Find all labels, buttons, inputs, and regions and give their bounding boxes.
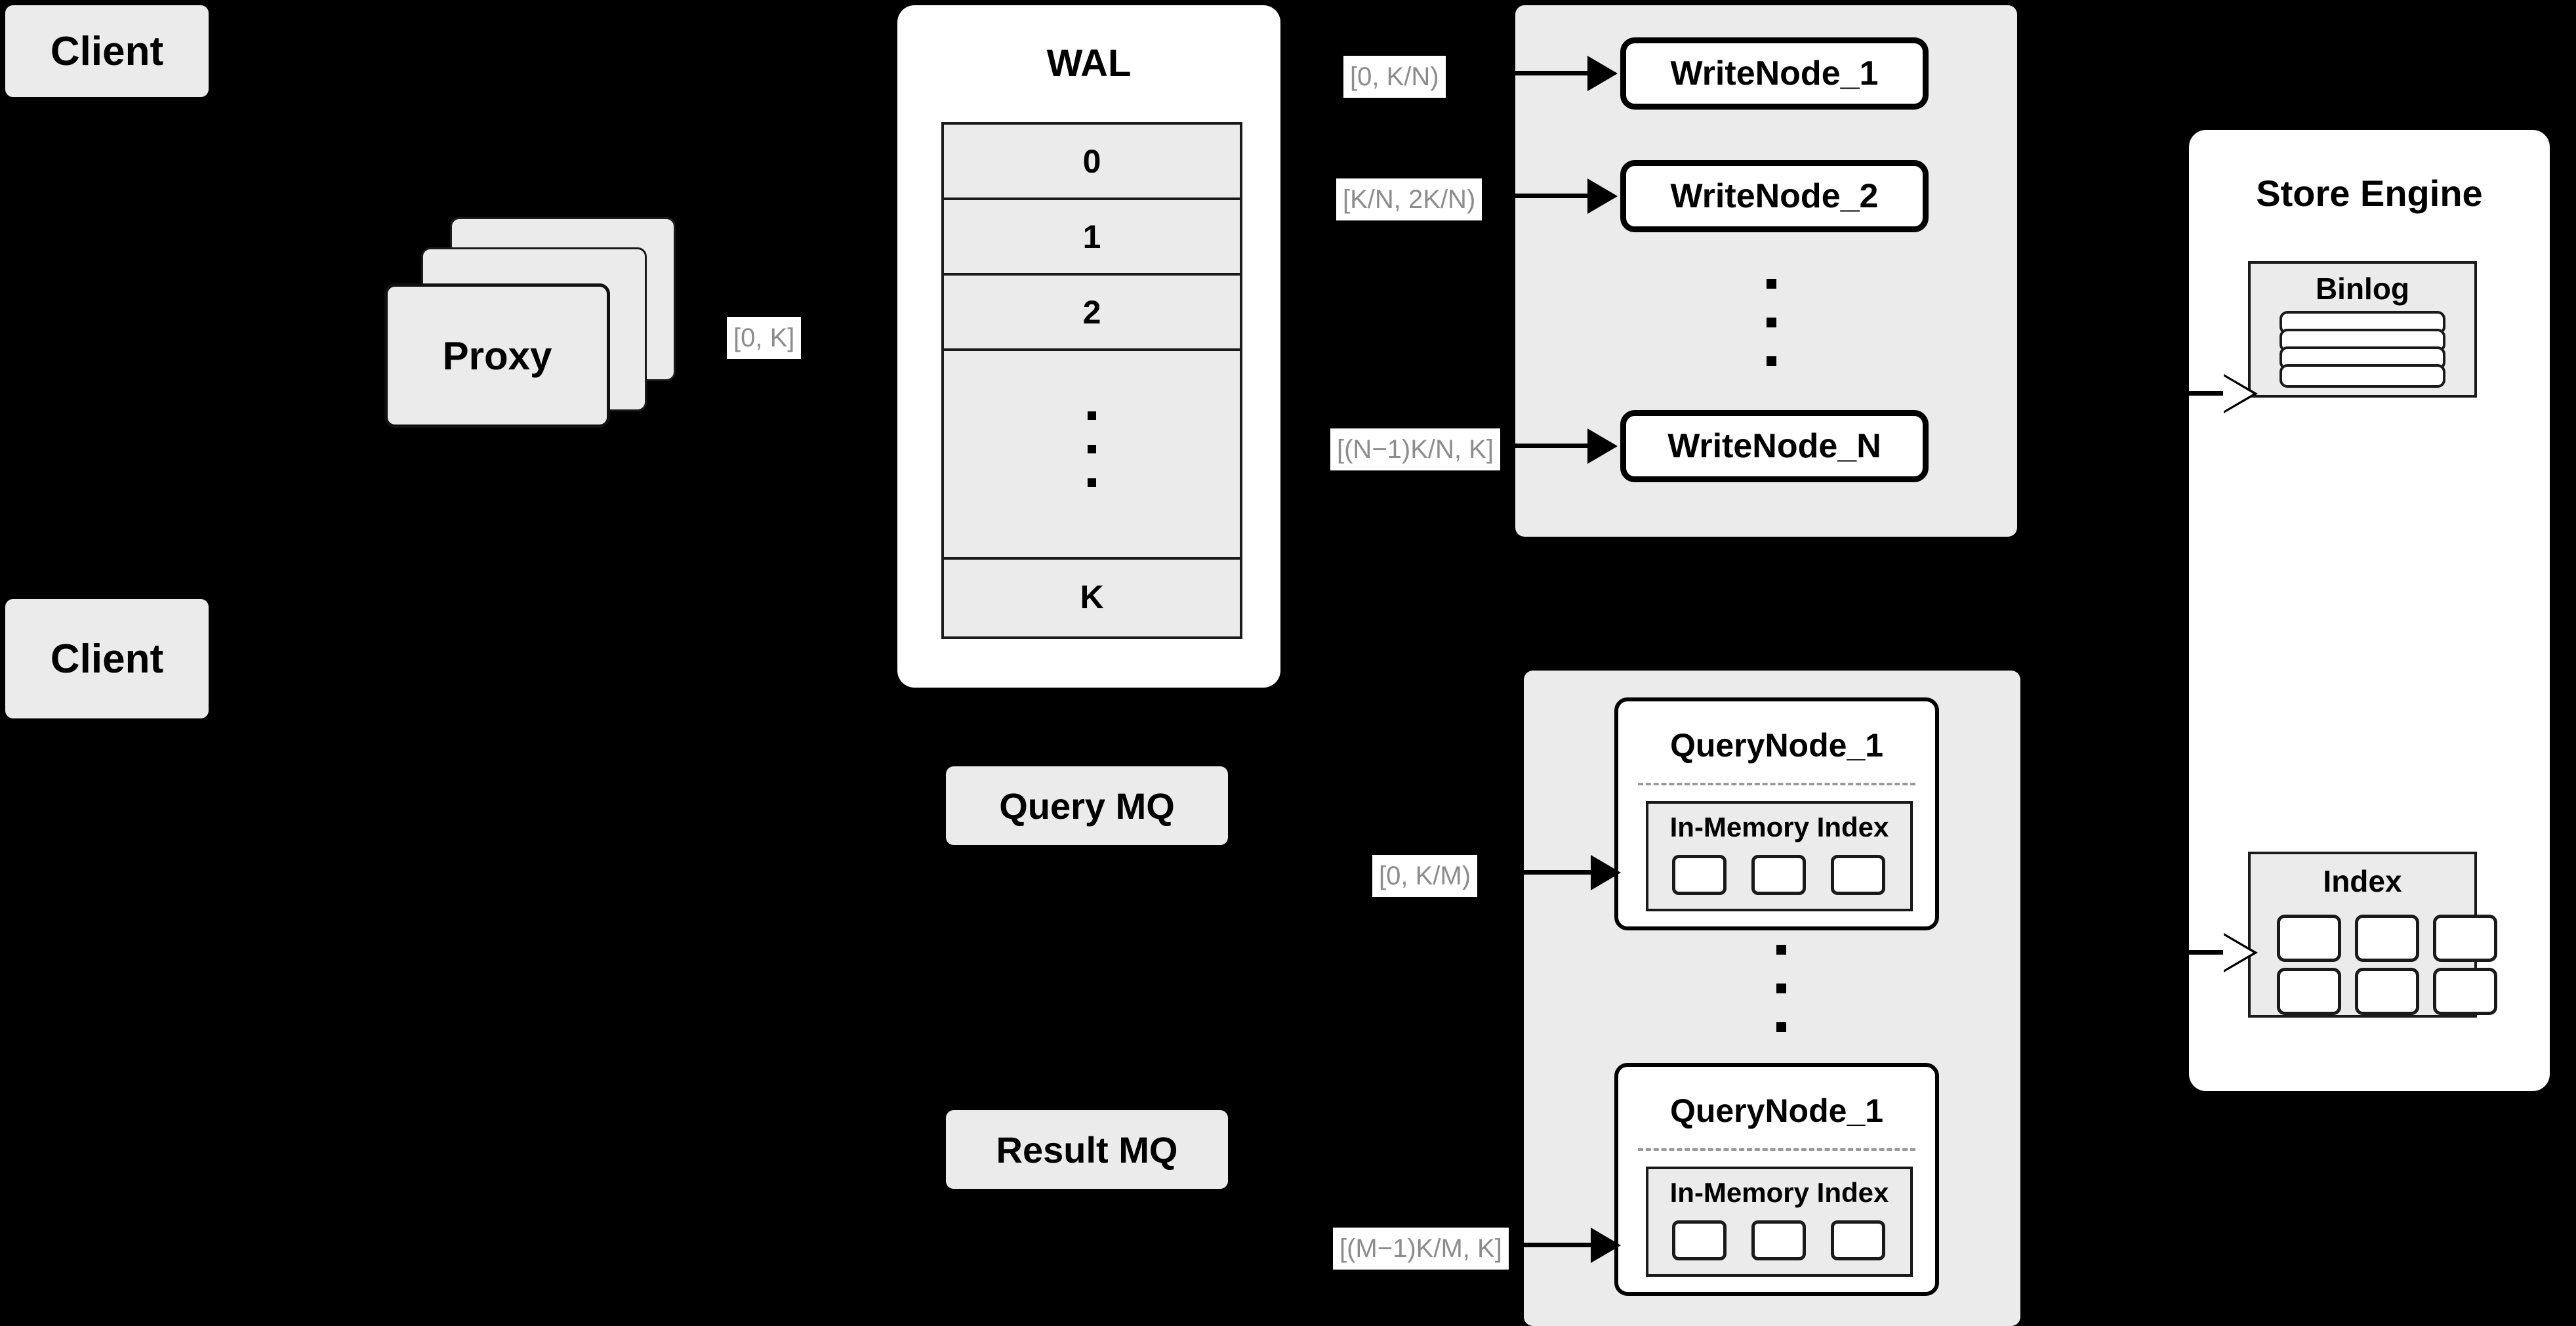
index-title: Index bbox=[2323, 864, 2402, 898]
edge-label-querynode-m: [(M−1)K/M, K] bbox=[1333, 1228, 1509, 1270]
query-node-1-label: QueryNode_1 bbox=[1669, 727, 1884, 764]
query-node-1-divider bbox=[1638, 783, 1915, 785]
arrow-head-writenode-1 bbox=[1587, 56, 1618, 91]
query-mq-label: Query MQ bbox=[999, 785, 1175, 827]
query-node-2[interactable]: QueryNode_1 In-Memory Index bbox=[1614, 1063, 1939, 1296]
wal-cell-0: 0 bbox=[944, 125, 1240, 200]
wal-table: 0 1 2 K bbox=[941, 122, 1242, 639]
write-node-1-label: WriteNode_1 bbox=[1670, 54, 1879, 93]
arrow-head-querynode-m bbox=[1591, 1228, 1621, 1263]
arrow-line-querynode-m bbox=[1524, 1243, 1596, 1247]
query-node-2-chip-3 bbox=[1831, 1220, 1885, 1260]
store-engine-title: Store Engine bbox=[2256, 173, 2483, 214]
edge-label-writenode-1-wrapper: [0, K/N) bbox=[1343, 56, 1446, 98]
edge-label-proxy-to-wal-wrapper: [0, K] bbox=[727, 317, 802, 359]
arrow-head-querynode-1 bbox=[1591, 855, 1621, 890]
wal-card: WAL 0 1 2 K bbox=[897, 5, 1280, 688]
arrow-head-writenode-2 bbox=[1587, 178, 1618, 214]
query-mq-box[interactable]: Query MQ bbox=[946, 766, 1228, 845]
wal-cell-2: 2 bbox=[944, 276, 1240, 351]
index-cell-3 bbox=[2433, 915, 2497, 962]
query-node-1[interactable]: QueryNode_1 In-Memory Index bbox=[1614, 697, 1939, 930]
client-box-2[interactable]: Client bbox=[5, 599, 209, 718]
edge-label-writenode-1: [0, K/N) bbox=[1343, 56, 1446, 98]
arrow-head-binlog bbox=[2223, 376, 2253, 411]
write-node-2[interactable]: WriteNode_2 bbox=[1620, 160, 1929, 232]
arrow-head-index bbox=[2223, 935, 2253, 970]
edge-label-querynode-1: [0, K/M) bbox=[1372, 855, 1478, 897]
wal-cell-ellipsis bbox=[944, 351, 1240, 560]
arrow-line-writenode-n bbox=[1515, 444, 1593, 448]
client-label-2: Client bbox=[50, 636, 164, 682]
wal-cell-k: K bbox=[944, 560, 1240, 634]
binlog-title: Binlog bbox=[2315, 272, 2410, 306]
write-node-n-label: WriteNode_N bbox=[1667, 427, 1881, 465]
query-node-1-chip-1 bbox=[1672, 855, 1727, 895]
result-mq-label: Result MQ bbox=[996, 1129, 1178, 1171]
index-cell-5 bbox=[2355, 968, 2419, 1015]
edge-label-querynode-1-wrapper: [0, K/M) bbox=[1372, 855, 1478, 897]
query-node-2-chip-2 bbox=[1751, 1220, 1806, 1260]
edge-label-writenode-n-wrapper: [(N−1)K/N, K] bbox=[1330, 428, 1500, 470]
write-node-n[interactable]: WriteNode_N bbox=[1620, 410, 1929, 482]
arrow-line-writenode-1 bbox=[1515, 71, 1593, 75]
edge-label-writenode-n: [(N−1)K/N, K] bbox=[1330, 428, 1500, 470]
index-panel: Index bbox=[2248, 852, 2497, 1018]
write-node-ellipsis-icon bbox=[1719, 279, 1824, 366]
query-node-2-label: QueryNode_1 bbox=[1669, 1092, 1884, 1129]
wal-ellipsis-icon bbox=[944, 411, 1240, 487]
query-node-1-index-title: In-Memory Index bbox=[1669, 812, 1889, 842]
proxy-box[interactable]: Proxy bbox=[384, 283, 610, 428]
binlog-row-4 bbox=[2280, 364, 2445, 388]
query-node-2-index-title: In-Memory Index bbox=[1669, 1177, 1889, 1208]
query-node-2-chip-1 bbox=[1672, 1220, 1727, 1260]
store-engine-card: Store Engine Binlog Index bbox=[2189, 130, 2550, 1091]
write-node-2-label: WriteNode_2 bbox=[1670, 177, 1879, 215]
query-node-1-chip-2 bbox=[1751, 855, 1806, 895]
index-cell-2 bbox=[2355, 915, 2419, 962]
arrow-head-writenode-n bbox=[1587, 428, 1618, 464]
query-node-ellipsis-icon bbox=[1728, 945, 1833, 1032]
edge-label-proxy-to-wal: [0, K] bbox=[727, 317, 802, 359]
result-mq-box[interactable]: Result MQ bbox=[946, 1110, 1228, 1189]
arrow-line-querynode-1 bbox=[1524, 870, 1596, 875]
write-node-1[interactable]: WriteNode_1 bbox=[1620, 37, 1929, 110]
edge-label-writenode-2-wrapper: [K/N, 2K/N) bbox=[1336, 178, 1482, 220]
query-node-2-divider bbox=[1638, 1148, 1915, 1151]
binlog-panel: Binlog bbox=[2248, 261, 2477, 398]
arrow-line-writenode-2 bbox=[1515, 194, 1593, 198]
index-cell-6 bbox=[2433, 968, 2497, 1015]
edge-label-writenode-2: [K/N, 2K/N) bbox=[1336, 178, 1482, 220]
client-box-1[interactable]: Client bbox=[5, 5, 209, 97]
query-node-1-inmemory-index: In-Memory Index bbox=[1646, 801, 1913, 911]
arrow-line-index bbox=[2189, 950, 2235, 955]
index-cell-1 bbox=[2277, 915, 2341, 962]
arrow-line-binlog bbox=[2189, 391, 2235, 396]
wal-title: WAL bbox=[1046, 42, 1132, 85]
client-label-1: Client bbox=[50, 28, 164, 74]
query-node-2-inmemory-index: In-Memory Index bbox=[1646, 1167, 1913, 1277]
query-node-1-chip-3 bbox=[1831, 855, 1885, 895]
proxy-label: Proxy bbox=[442, 333, 552, 378]
edge-label-querynode-m-wrapper: [(M−1)K/M, K] bbox=[1333, 1228, 1509, 1270]
index-cell-4 bbox=[2277, 968, 2341, 1015]
wal-cell-1: 1 bbox=[944, 200, 1240, 276]
